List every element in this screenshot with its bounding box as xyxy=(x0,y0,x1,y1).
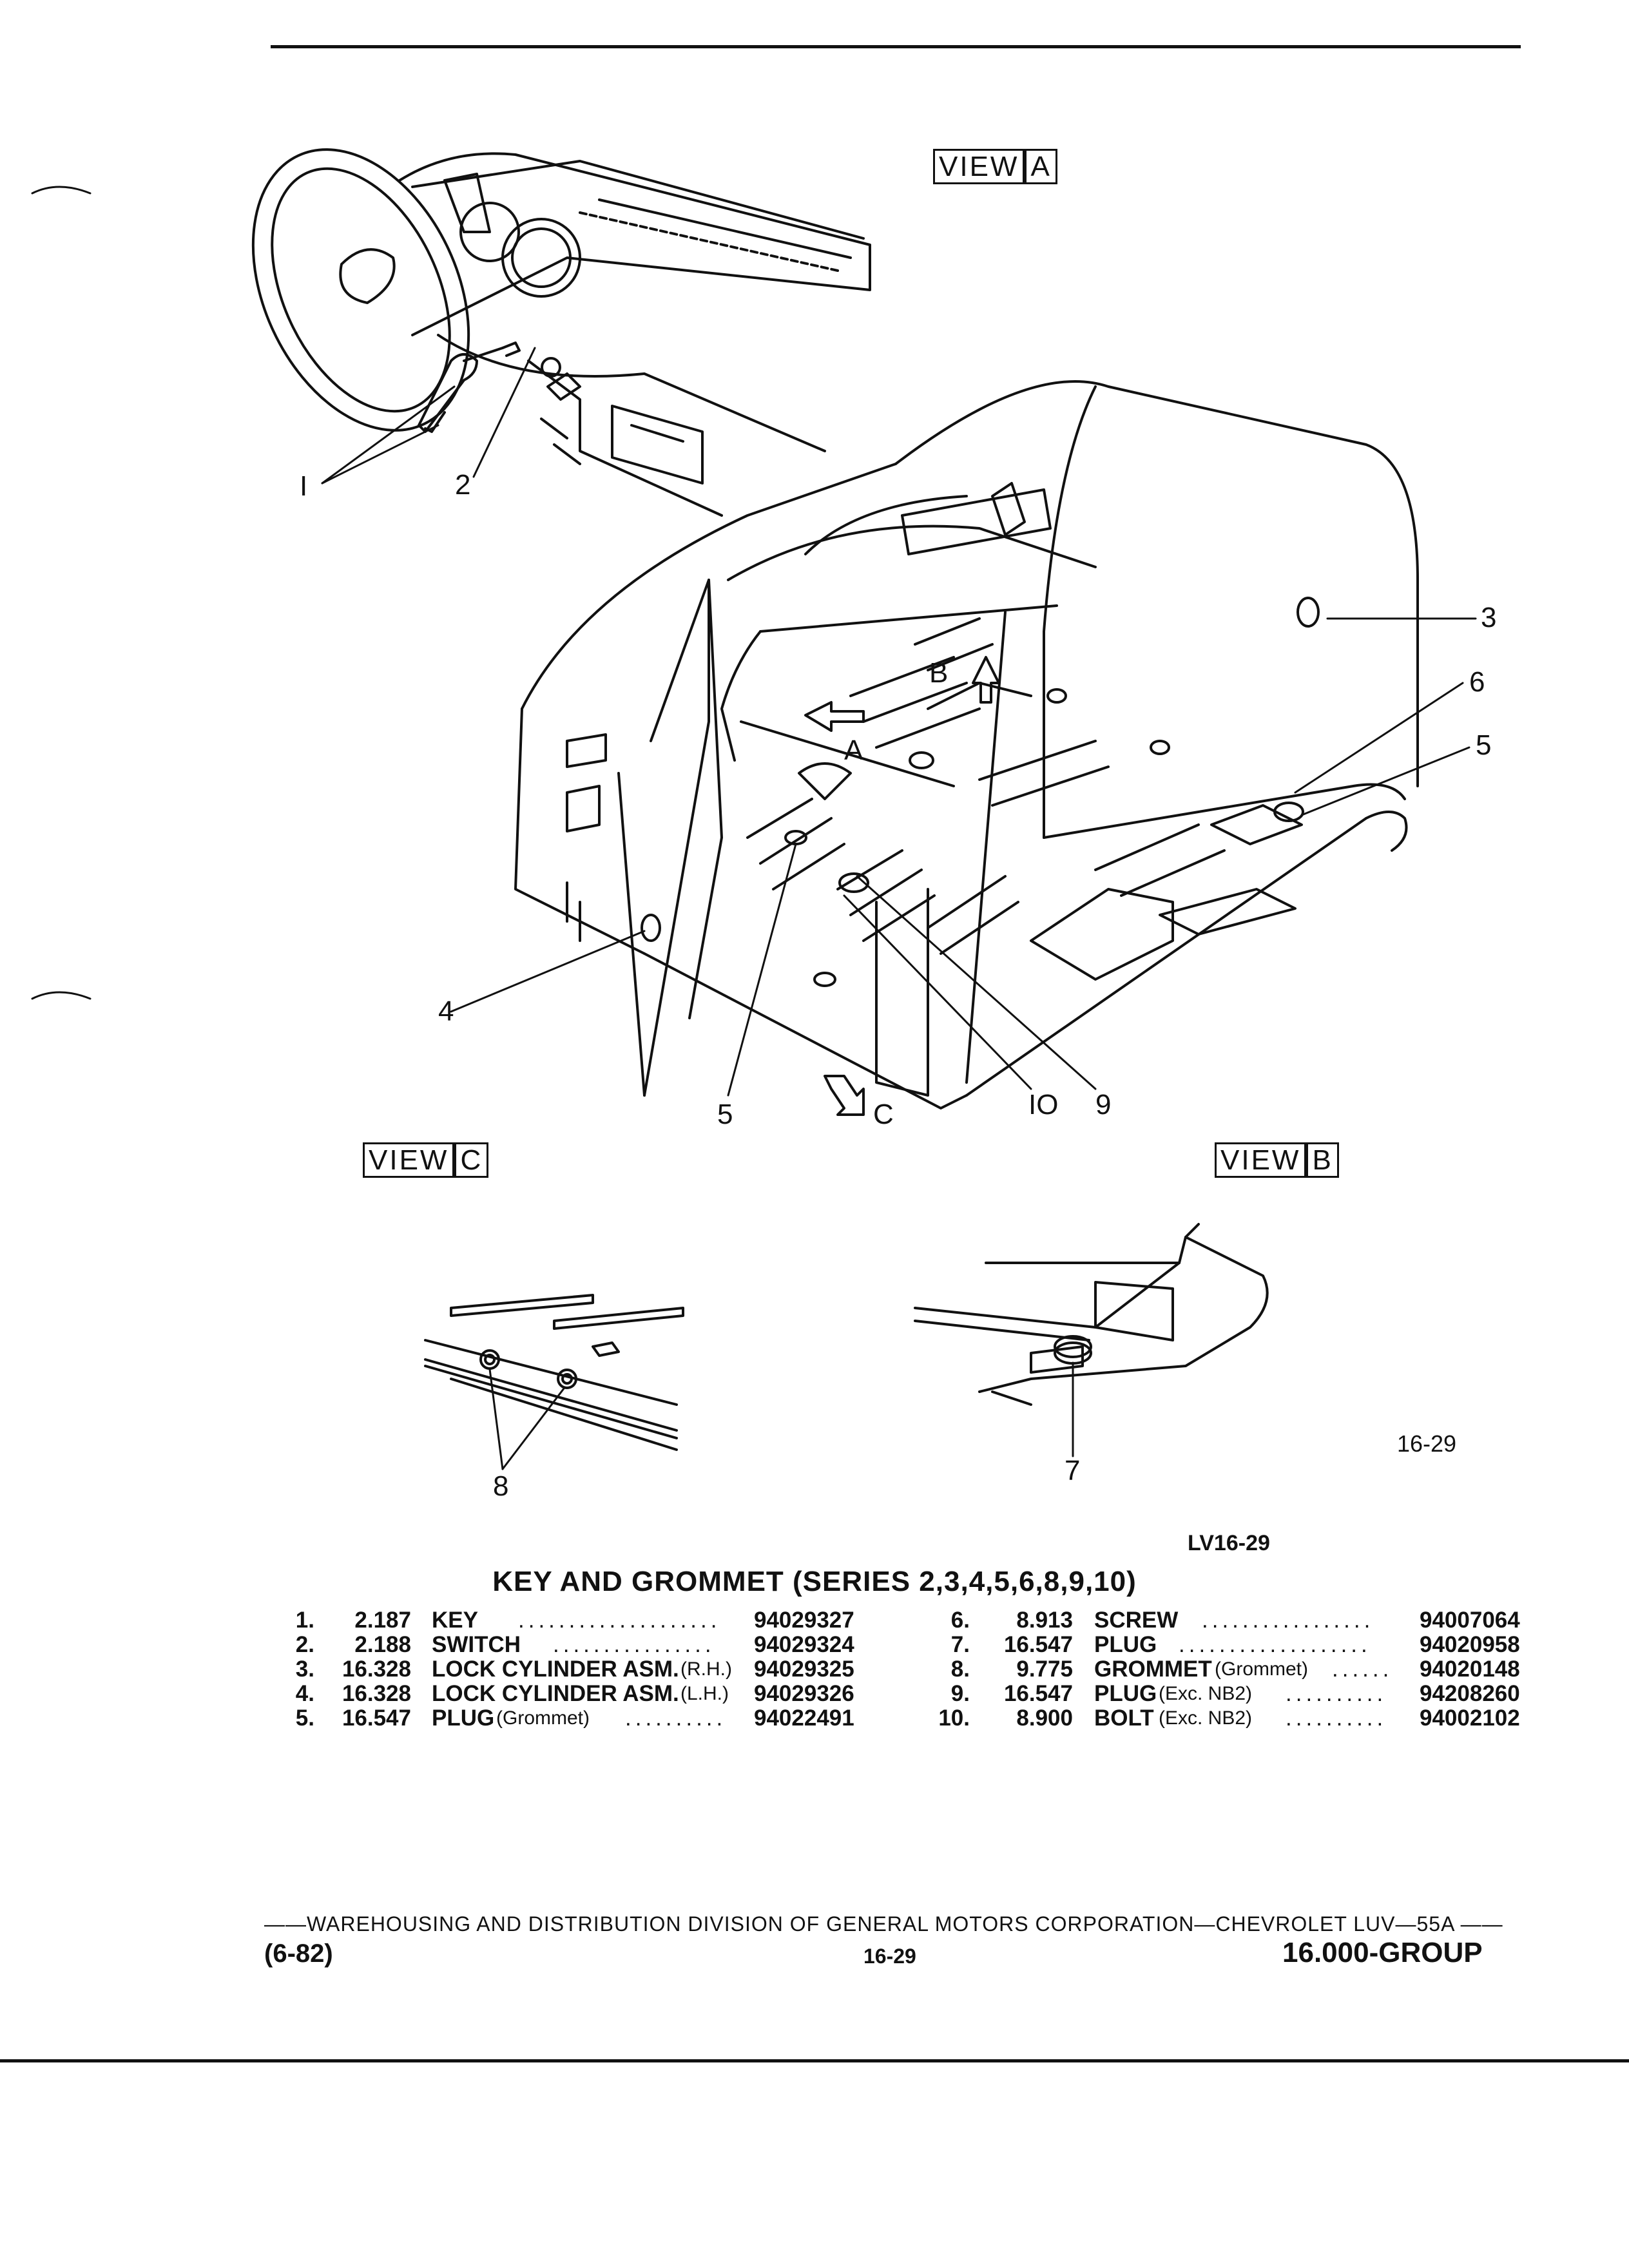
parts-list-right: 6. 8.913 SCREW ................. 9400706… xyxy=(938,1608,1537,1731)
view-a-dashboard xyxy=(251,148,871,517)
view-c-detail xyxy=(424,1294,684,1470)
part-row: 2. 2.188 SWITCH ................ 9402932… xyxy=(295,1632,854,1657)
callout-7: 7 xyxy=(1065,1455,1081,1486)
arrow-label-c: C xyxy=(873,1099,894,1130)
arrow-label-b: B xyxy=(929,657,949,689)
part-row: 7. 16.547 PLUG ................... 94020… xyxy=(950,1632,1520,1657)
part-row: 9. 16.547 PLUG (Exc. NB2) .......... 942… xyxy=(950,1681,1520,1706)
callout-5-left: 5 xyxy=(717,1099,733,1130)
part-row: 4. 16.328 LOCK CYLINDER ASM. (L.H.) 9402… xyxy=(295,1681,854,1706)
top-rule xyxy=(271,45,1521,48)
part-row: 3. 16.328 LOCK CYLINDER ASM. (R.H.) 9402… xyxy=(295,1657,854,1682)
part-row: 10. 8.900 BOLT (Exc. NB2) .......... 940… xyxy=(938,1706,1520,1731)
bottom-rule xyxy=(0,2059,1629,2062)
margin-marks xyxy=(31,186,92,1000)
figure-code: LV16-29 xyxy=(1188,1531,1270,1555)
part-row: 6. 8.913 SCREW ................. 9400706… xyxy=(950,1608,1520,1633)
parts-list-left: 1. 2.187 KEY .................... 940293… xyxy=(289,1608,907,1731)
callout-8: 8 xyxy=(493,1470,509,1502)
cab-floor-assembly xyxy=(450,380,1477,1116)
callout-6: 6 xyxy=(1469,666,1485,698)
parts-list-title: KEY AND GROMMET (SERIES 2,3,4,5,6,8,9,10… xyxy=(492,1566,1137,1597)
callout-1: I xyxy=(300,470,308,502)
footer-page-number: 16-29 xyxy=(863,1945,916,1968)
footer-division-line: ——WAREHOUSING AND DISTRIBUTION DIVISION … xyxy=(264,1912,1503,1936)
callout-9: 9 xyxy=(1095,1089,1112,1120)
parts-illustration xyxy=(31,148,1477,1470)
part-row: 8. 9.775 GROMMET (Grommet) ...... 940201… xyxy=(950,1657,1520,1682)
callout-2: 2 xyxy=(455,469,471,501)
callout-4: 4 xyxy=(438,995,454,1027)
footer-group: 16.000-GROUP xyxy=(1282,1937,1483,1968)
footer-date: (6-82) xyxy=(264,1939,333,1968)
callout-5-right: 5 xyxy=(1476,729,1492,761)
part-row: 1. 2.187 KEY .................... 940293… xyxy=(295,1608,854,1633)
figure-number: 16-29 xyxy=(1397,1430,1457,1457)
arrow-label-a: A xyxy=(844,735,863,766)
part-row: 5. 16.547 PLUG (Grommet) .......... 9402… xyxy=(295,1706,854,1731)
callout-3: 3 xyxy=(1481,602,1497,633)
callout-10: IO xyxy=(1028,1089,1059,1120)
view-b-detail xyxy=(914,1223,1269,1457)
